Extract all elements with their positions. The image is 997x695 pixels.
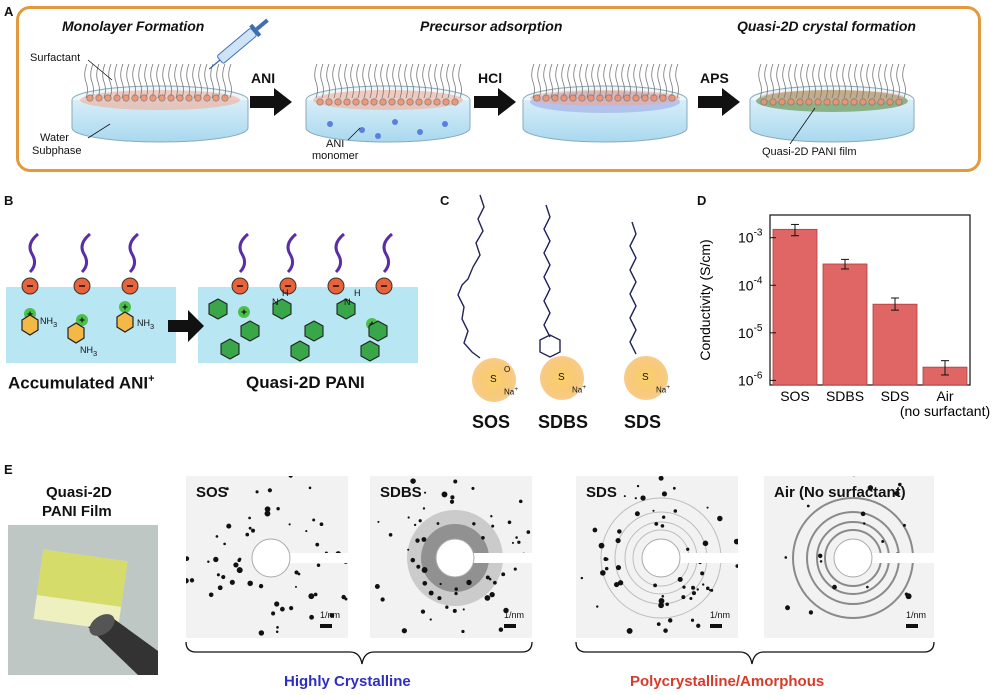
bar-0 bbox=[772, 228, 818, 386]
h-atom-1: H bbox=[282, 288, 289, 298]
stage-monolayer: Monolayer Formation bbox=[62, 18, 205, 34]
scale-label: 1/nm bbox=[709, 610, 730, 620]
sos-chain bbox=[457, 194, 485, 359]
xtick-label-3-0: Air bbox=[936, 388, 953, 404]
scale-label: 1/nm bbox=[905, 610, 926, 620]
sos-head-s: S bbox=[490, 374, 497, 385]
ytick-label-0: 10-6 bbox=[738, 370, 763, 388]
bar-1 bbox=[822, 263, 868, 386]
dish-4 bbox=[749, 85, 915, 143]
xtick-label-3-1: (no surfactant) bbox=[900, 403, 990, 419]
stage-precursor: Precursor adsorption bbox=[420, 18, 563, 34]
film-photo bbox=[8, 525, 158, 675]
dish-1 bbox=[71, 85, 249, 143]
label-sos: SOS bbox=[472, 412, 511, 432]
label-ani-monomer-2: monomer bbox=[312, 150, 359, 162]
panel-c-letter: C bbox=[440, 193, 450, 208]
label-sdbs: SDBS bbox=[538, 412, 589, 432]
step-ani: ANI bbox=[251, 70, 276, 86]
nh3-3: NH3 bbox=[137, 318, 155, 331]
arrow-aps bbox=[698, 88, 740, 116]
film-label-2: PANI Film bbox=[42, 503, 112, 520]
sds-head bbox=[624, 356, 668, 400]
ytick-label-3: 10-3 bbox=[738, 228, 763, 246]
arrow-b bbox=[168, 310, 204, 342]
h-atom-2: H bbox=[354, 288, 361, 298]
xtick-label-2-0: SDS bbox=[881, 388, 910, 404]
sds-head-na: Na+ bbox=[656, 384, 671, 395]
caption-polycrystalline: Polycrystalline/Amorphous bbox=[630, 673, 825, 690]
surfactant-tails bbox=[84, 63, 906, 106]
conductivity-chart: SOS SDBS SDS Air(no surfactant) 10-6 10-5 10-4… bbox=[697, 214, 990, 419]
sdbs-chain bbox=[543, 204, 551, 338]
scale-label: 1/nm bbox=[319, 610, 340, 620]
y-axis-label: Conductivity (S/cm) bbox=[697, 239, 713, 360]
sds-chain bbox=[629, 221, 637, 355]
sdbs-head bbox=[540, 356, 584, 400]
arrow-ani bbox=[250, 88, 292, 116]
nh3-2: NH3 bbox=[80, 345, 98, 358]
panel-a-frame bbox=[16, 6, 981, 172]
sos-head bbox=[472, 358, 516, 402]
film-label-1: Quasi-2D bbox=[46, 484, 112, 501]
sos-head-o: O bbox=[504, 365, 511, 374]
syringe-icon bbox=[208, 18, 269, 70]
stage-quasi2d: Quasi-2D crystal formation bbox=[737, 18, 916, 34]
ytick-label-2: 10-4 bbox=[738, 275, 763, 293]
n-atom-2: N bbox=[344, 297, 351, 307]
label-quasi2d-pani: Quasi-2D PANI bbox=[246, 373, 365, 392]
nh3-1: NH3 bbox=[40, 316, 58, 329]
xtick-label-0-0: SOS bbox=[780, 388, 810, 404]
caption-highly-crystalline: Highly Crystalline bbox=[284, 673, 411, 690]
sdbs-head-s: S bbox=[558, 372, 565, 383]
bar-2 bbox=[872, 303, 918, 386]
saed-air: Air (No surfactant)1/nm bbox=[764, 476, 934, 638]
panel-b-letter: B bbox=[4, 193, 14, 208]
label-film: Quasi-2D PANI film bbox=[762, 146, 857, 158]
step-aps: APS bbox=[700, 70, 729, 86]
arrow-hcl bbox=[474, 88, 516, 116]
panel-e-letter: E bbox=[4, 462, 13, 477]
step-hcl: HCl bbox=[478, 70, 503, 86]
label-sds: SDS bbox=[624, 412, 662, 432]
scale-label: 1/nm bbox=[503, 610, 524, 620]
label-subphase: Subphase bbox=[32, 145, 82, 157]
ytick-label-1: 10-5 bbox=[738, 323, 763, 341]
label-water: Water bbox=[40, 132, 69, 144]
dish-2 bbox=[305, 85, 471, 143]
group-braces bbox=[185, 641, 935, 665]
sos-head-na: Na+ bbox=[504, 386, 519, 397]
label-ani-monomer-1: ANI bbox=[326, 138, 345, 150]
dish-3 bbox=[522, 85, 688, 143]
panel-b-graphics bbox=[6, 232, 418, 363]
panel-c-graphics bbox=[457, 194, 668, 402]
sds-head-s: S bbox=[642, 372, 649, 383]
panel-a-letter: A bbox=[4, 4, 14, 19]
panel-a-graphics bbox=[71, 18, 915, 145]
label-accumulated: Accumulated ANI+ bbox=[8, 373, 155, 393]
chart-frame bbox=[769, 214, 971, 386]
panel-d-letter: D bbox=[697, 193, 707, 208]
sdbs-head-na: Na+ bbox=[572, 384, 587, 395]
n-atom-1: N bbox=[272, 297, 279, 307]
xtick-label-1-0: SDBS bbox=[826, 388, 864, 404]
label-surfactant: Surfactant bbox=[30, 52, 81, 64]
